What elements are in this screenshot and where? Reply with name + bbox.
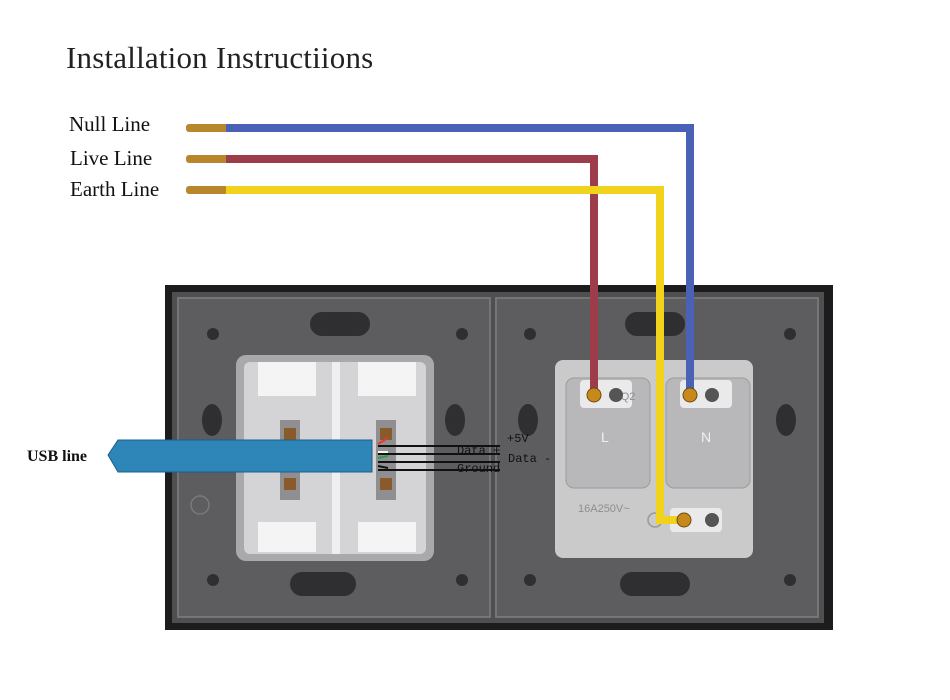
- wire-copper-ends: [186, 124, 228, 194]
- terminal-screws: [586, 387, 719, 528]
- earth-line-label: Earth Line: [70, 177, 160, 201]
- usb-pin-data-minus-label: Data -: [508, 452, 552, 466]
- null-line-label: Null Line: [69, 112, 151, 136]
- live-wire: [226, 155, 598, 395]
- right-bracket-holes: [518, 312, 796, 596]
- earth-wire: [226, 186, 684, 524]
- usb-pin-data-plus-label: Data +: [457, 444, 501, 458]
- socket-module: [555, 360, 753, 558]
- terminal-l-label: L: [601, 429, 609, 445]
- socket-rating: 16A250V~: [578, 503, 630, 515]
- null-wire: [226, 124, 694, 395]
- usb-pin-ground-label: Ground: [457, 462, 501, 476]
- left-bracket-holes: [190, 312, 468, 596]
- usb-pin-5v-label: +5V: [507, 432, 529, 446]
- page-title: Installation Instructiions: [66, 40, 374, 75]
- terminal-n-label: N: [701, 429, 711, 445]
- usb-pin-leads: [377, 437, 500, 471]
- usb-cable: [107, 439, 373, 473]
- live-line-label: Live Line: [70, 146, 153, 170]
- usb-line-label: USB line: [27, 448, 88, 465]
